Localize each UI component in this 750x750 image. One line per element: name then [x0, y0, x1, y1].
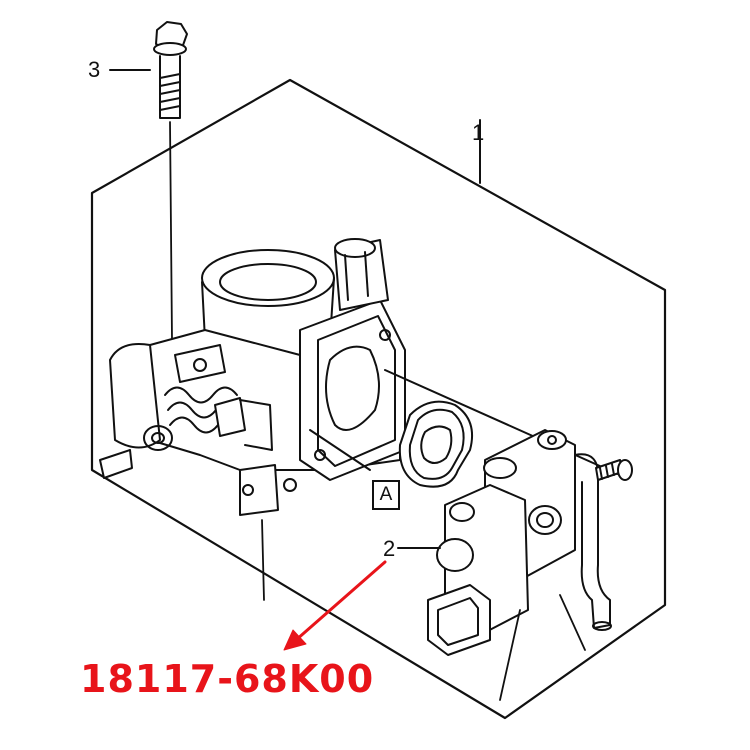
screw — [595, 459, 633, 481]
part-number-arrow — [283, 560, 387, 651]
callout-1: 1 — [472, 120, 485, 145]
callout-2: 2 — [383, 536, 396, 561]
idle-air-control-valve — [397, 429, 612, 701]
gasket — [398, 400, 474, 488]
throttle-body — [99, 238, 406, 601]
bolt — [109, 21, 188, 341]
ref-a-leader-1 — [309, 429, 371, 471]
callout-3: 3 — [88, 57, 101, 82]
flange-leader — [384, 369, 621, 476]
reference-a-box: A — [372, 480, 400, 510]
part-number-label: 18117-68K00 — [80, 657, 375, 701]
assembly-outline — [90, 78, 667, 720]
